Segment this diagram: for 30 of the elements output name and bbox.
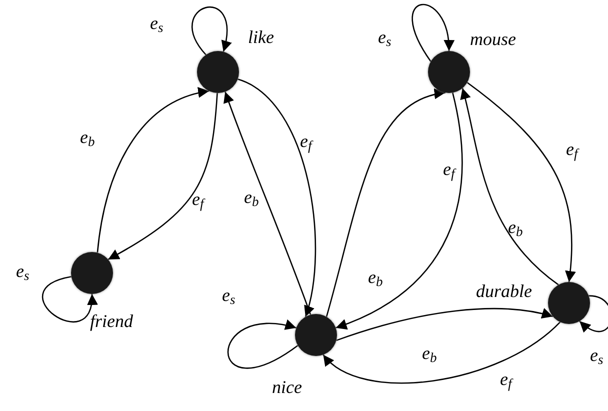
arrow <box>579 295 608 332</box>
edge-label: e$_{b}$ <box>80 128 95 146</box>
state-label: nice <box>272 378 302 396</box>
arrow <box>336 92 463 329</box>
arrow <box>96 88 210 253</box>
arrow <box>336 308 554 342</box>
state-label: durable <box>476 282 532 300</box>
state-label: mouse <box>470 30 516 48</box>
arrow <box>326 90 446 317</box>
arrow <box>237 78 316 317</box>
edge-label: e$_{b}$ <box>422 344 437 362</box>
edge-label: e$_{s}$ <box>150 14 164 32</box>
arrow <box>322 322 561 384</box>
arrow <box>108 92 218 260</box>
edge-label: e$_{s}$ <box>222 286 236 304</box>
edge-label: e$_{b}$ <box>368 268 383 286</box>
edge-label: e$_{s}$ <box>590 346 604 364</box>
edge-label: e$_{b}$ <box>508 218 523 236</box>
state-label: friend <box>90 312 133 330</box>
state-label: like <box>248 28 274 46</box>
edge-label: e$_{s}$ <box>378 28 392 46</box>
arrow <box>460 88 559 286</box>
arrow <box>224 92 312 315</box>
edge-label: e$_{s}$ <box>16 262 30 280</box>
edge-label: e$_{b}$ <box>244 188 259 206</box>
arrow <box>42 276 96 322</box>
arrow <box>412 4 454 62</box>
arrow <box>192 6 232 56</box>
arrow <box>227 320 298 369</box>
arrow <box>466 82 576 282</box>
